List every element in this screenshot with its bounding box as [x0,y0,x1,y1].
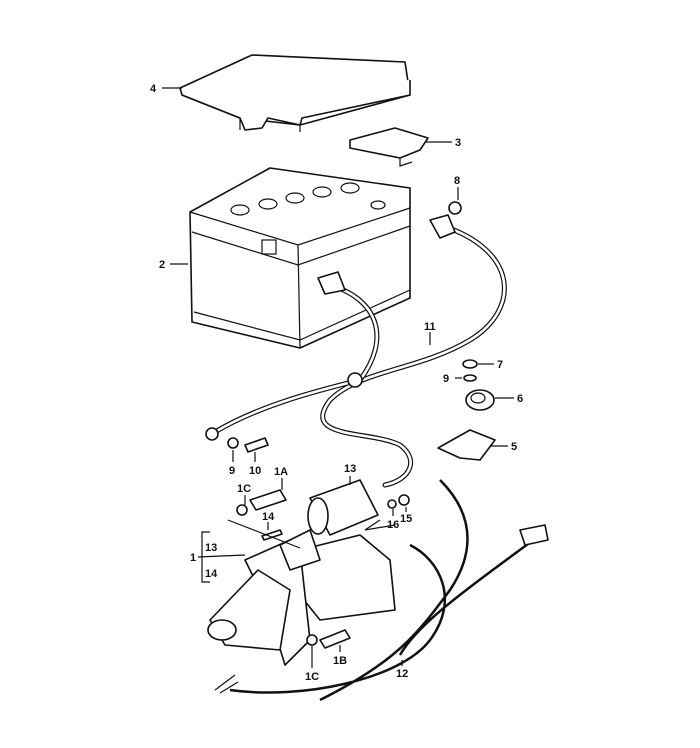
nut-7 [462,359,478,369]
washer-16 [387,499,397,509]
bolt-1a [249,489,287,511]
wiring-harness [214,479,549,702]
callout-7: 7 [497,359,503,371]
callout-2: 2 [159,259,165,271]
cable-terminal [429,214,456,239]
callout-11: 11 [424,321,436,333]
callout-8: 8 [454,175,460,187]
starter-motor [207,529,396,666]
battery-cover [179,54,411,132]
callout-1c-top: 1C [237,483,251,495]
holder-5 [437,429,496,461]
washer-9-left [227,437,239,449]
washer-9-right [463,374,477,382]
callout-1a: 1A [274,466,288,478]
ground-cable [205,282,380,441]
callout-9-left: 9 [229,465,235,477]
callout-9-right: 9 [443,373,449,385]
positive-cable [320,222,507,488]
callout-1b: 1B [333,655,347,667]
callout-4: 4 [150,83,157,95]
washer-1c-bottom [306,634,318,646]
nut-8 [448,201,462,215]
callout-5: 5 [511,441,517,453]
bolt-10 [244,437,269,453]
screw-14 [261,529,283,541]
callout-16: 16 [387,519,399,531]
washer-1c-top [236,504,248,516]
callout-1-sub-14: 14 [205,568,218,580]
callout-12: 12 [396,668,408,680]
callout-15: 15 [400,513,412,525]
bolt-1b [319,629,351,649]
callout-1c-bottom: 1C [305,671,319,683]
callout-3: 3 [455,137,461,149]
solenoid [307,479,379,536]
callout-6: 6 [517,393,523,405]
callout-14: 14 [262,511,275,523]
nut-15 [398,494,410,506]
callout-13-solenoid: 13 [344,463,356,475]
callout-10: 10 [249,465,261,477]
battery [189,167,411,349]
clamp-ring-6 [465,389,495,411]
callout-1-sub-13: 13 [205,542,217,554]
ground-terminal [317,271,346,295]
callout-1: 1 [190,552,196,564]
leader-lines [162,87,514,668]
hold-down-bracket [349,127,429,167]
